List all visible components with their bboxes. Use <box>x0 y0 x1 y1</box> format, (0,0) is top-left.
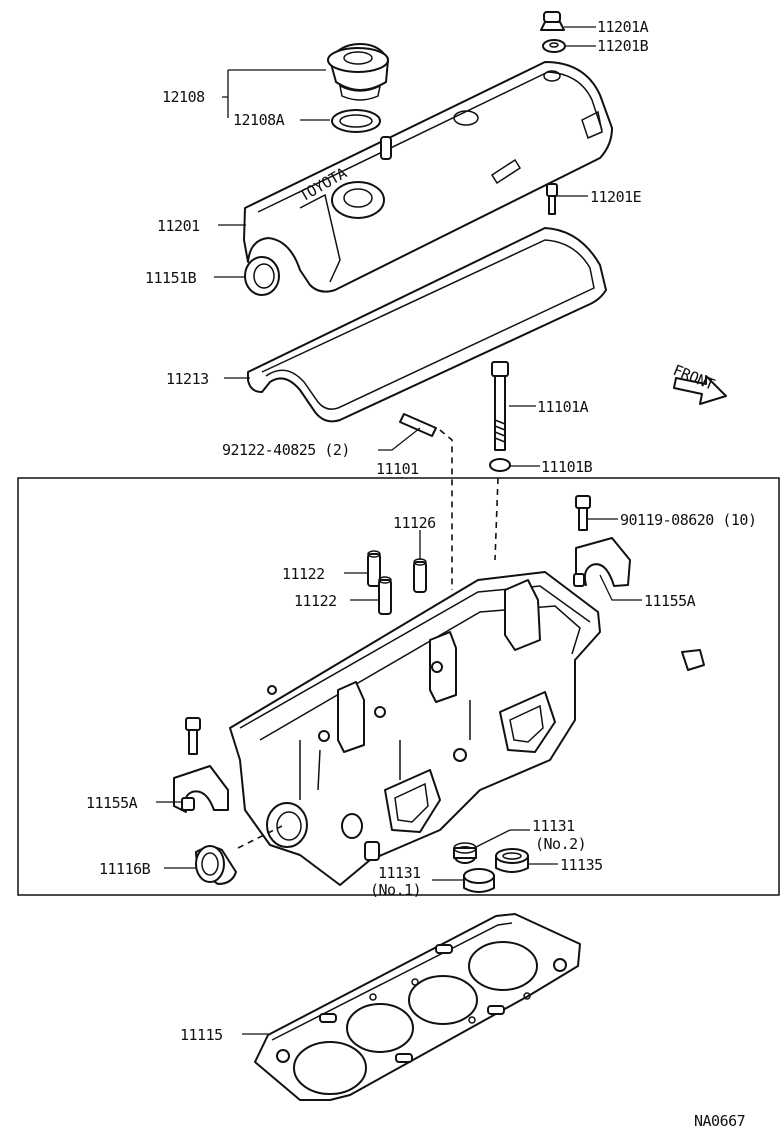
plug-11131-no1 <box>463 868 495 893</box>
cap-nut-11201a <box>540 11 565 31</box>
label-11201: 11201 <box>157 217 200 235</box>
gasket-12108a <box>331 109 381 133</box>
oil-filler-cap-12108 <box>327 43 389 101</box>
bolt-left <box>185 717 201 755</box>
label-11122-a: 11122 <box>282 565 325 583</box>
label-11131-no2-sub: (No.2) <box>535 835 586 853</box>
label-90119: 90119-08620 (10) <box>620 511 757 529</box>
bolt-90119 <box>575 495 591 531</box>
label-11131-no1: 11131 <box>378 864 421 882</box>
label-11131-no1-sub: (No.1) <box>370 881 421 899</box>
bearing-cap-11155a-left <box>173 765 229 813</box>
washer-11201b <box>542 39 566 53</box>
leader-lines <box>156 26 642 1035</box>
label-11101b: 11101B <box>541 458 593 476</box>
washer-11101b <box>489 458 511 472</box>
stud-92122 <box>399 413 437 437</box>
head-gasket-11115 <box>254 913 581 1101</box>
dowel-11126 <box>413 558 427 593</box>
label-11131-no2: 11131 <box>532 817 575 835</box>
label-12108: 12108 <box>162 88 205 106</box>
front-arrow-icon: FRONT <box>671 361 727 405</box>
diagram-code: NA0667 <box>694 1112 745 1130</box>
label-11101a: 11101A <box>537 398 589 416</box>
plug-11131-no2 <box>453 842 477 864</box>
label-92122: 92122-40825 (2) <box>222 441 350 459</box>
label-11126: 11126 <box>393 514 436 532</box>
guide-11122-a <box>367 550 381 587</box>
label-11201b: 11201B <box>597 37 649 55</box>
bearing-cap-11155a-right <box>573 537 631 587</box>
label-11135: 11135 <box>560 856 603 874</box>
label-12108a: 12108A <box>233 111 285 129</box>
label-11122-b: 11122 <box>294 592 337 610</box>
plug-11135 <box>495 848 529 873</box>
head-bolt-11101a <box>491 361 509 451</box>
label-11201e: 11201E <box>590 188 642 206</box>
label-11116b: 11116B <box>99 860 151 878</box>
guide-11122-b <box>378 576 392 615</box>
stud-cover <box>380 136 392 160</box>
label-11115: 11115 <box>180 1026 223 1044</box>
cylinder-head-11101 <box>229 571 601 886</box>
gasket-11213 <box>247 227 607 423</box>
label-11101: 11101 <box>376 460 419 478</box>
seal-11116b <box>195 845 237 885</box>
label-11155a-left: 11155A <box>86 794 138 812</box>
label-11213: 11213 <box>166 370 209 388</box>
label-11155a-right: 11155A <box>644 592 696 610</box>
label-11201a: 11201A <box>597 18 649 36</box>
group-box-11101 <box>17 477 780 896</box>
seal-11151b <box>244 256 280 296</box>
label-11151b: 11151B <box>145 269 197 287</box>
nut-loose <box>681 649 705 671</box>
bolt-11201e <box>546 183 558 215</box>
